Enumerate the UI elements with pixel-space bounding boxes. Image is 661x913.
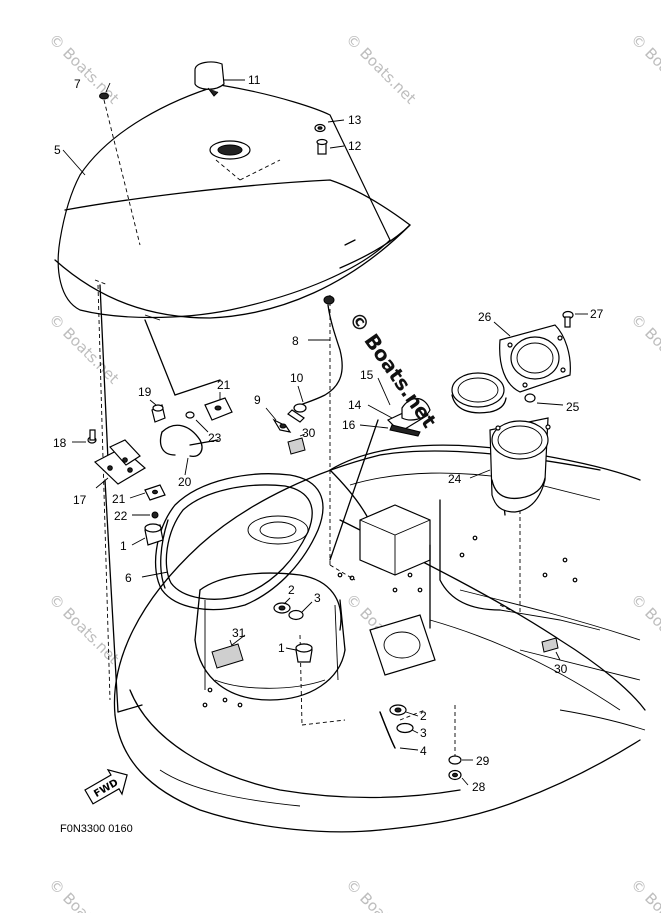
part-1-cushion: [131, 523, 313, 663]
part-21-bracket: [129, 392, 233, 501]
callout-19: 19: [138, 385, 152, 399]
callout-28: 28: [472, 780, 486, 794]
leaders: [62, 82, 246, 646]
part-28-29-plug: [448, 755, 473, 786]
watermark-faint: © Boats.net: [45, 310, 123, 388]
callout-14: 14: [348, 398, 362, 412]
part-12-13-bolt: [314, 119, 345, 155]
watermark-faint: © Boats.net: [45, 875, 123, 913]
part-8-wire: [299, 295, 343, 406]
part-23-screw: [185, 411, 209, 433]
watermark-faint: © Boats.net: [45, 590, 123, 668]
hull-deck: [113, 444, 646, 833]
part-31-pad: [211, 639, 244, 669]
callout-13: 13: [348, 113, 362, 127]
part-18-bolt: [72, 429, 97, 444]
callout-5: 5: [54, 143, 61, 157]
callout-2: 2: [288, 583, 295, 597]
callout-12: 12: [348, 139, 362, 153]
callout-4: 4: [420, 744, 427, 758]
fwd-arrow: FWD: [84, 768, 128, 805]
part-25-screw: [524, 393, 564, 406]
callout-25: 25: [566, 400, 580, 414]
callout-31: 31: [232, 626, 246, 640]
callout-9: 9: [254, 393, 261, 407]
part-30-pad: [287, 433, 561, 661]
watermark-faint: © Boats.net: [627, 310, 661, 388]
callout-1: 1: [120, 539, 127, 553]
callout-23: 23: [208, 431, 222, 445]
callout-29: 29: [476, 754, 490, 768]
part-22-screw: [132, 511, 159, 519]
callout-16: 16: [342, 418, 356, 432]
callout-1: 1: [278, 641, 285, 655]
callout-30: 30: [554, 662, 568, 676]
callout-30: 30: [302, 426, 316, 440]
part-14-16-latch: [359, 377, 431, 437]
callout-6: 6: [125, 571, 132, 585]
callout-17: 17: [73, 493, 87, 507]
callout-24: 24: [448, 472, 462, 486]
watermark-faint: © Boats.net: [342, 30, 420, 108]
callout-26: 26: [478, 310, 492, 324]
callout-21: 21: [112, 492, 126, 506]
part-2-3-grommet: [273, 597, 419, 734]
callout-20: 20: [178, 475, 192, 489]
part-6-seal-ring: [154, 473, 324, 611]
callout-7: 7: [74, 77, 81, 91]
callout-labels: 1 1 2 2 3 3 4 5 6 7 8 9 10 11 12 13 14 1…: [53, 73, 604, 794]
drawing-code: F0N3300 0160: [60, 823, 133, 835]
callout-18: 18: [53, 436, 67, 450]
callout-3: 3: [420, 726, 427, 740]
callout-22: 22: [114, 509, 128, 523]
part-19-bolt: [149, 399, 166, 423]
callout-11: 11: [248, 73, 261, 87]
callout-3: 3: [314, 591, 321, 605]
watermark-faint: © Boats.net: [627, 875, 661, 913]
watermark-faint: © Boats.net: [627, 30, 661, 108]
part-27-bolt: [562, 310, 588, 328]
part-9-10-fittings: [265, 385, 307, 433]
callout-8: 8: [292, 334, 299, 348]
watermark-faint: © Boats.net: [342, 875, 420, 913]
watermark-faint: © Boats.net: [627, 590, 661, 668]
callout-10: 10: [290, 371, 304, 385]
part-26-flange: [451, 321, 571, 414]
callout-2: 2: [420, 709, 427, 723]
callout-15: 15: [360, 368, 374, 382]
part-17-hinge-plate: [93, 439, 147, 489]
part-11-cap: [194, 61, 245, 97]
part-24-cup: [469, 417, 551, 513]
watermark-faint: © Boats.net: [45, 30, 123, 108]
watermark-main: © Boats.net: [344, 307, 442, 432]
callout-21: 21: [217, 378, 231, 392]
part-20-handle: [159, 424, 203, 476]
callout-27: 27: [590, 307, 604, 321]
part-4-hose: [379, 711, 419, 751]
part-7-screw: [99, 92, 141, 246]
